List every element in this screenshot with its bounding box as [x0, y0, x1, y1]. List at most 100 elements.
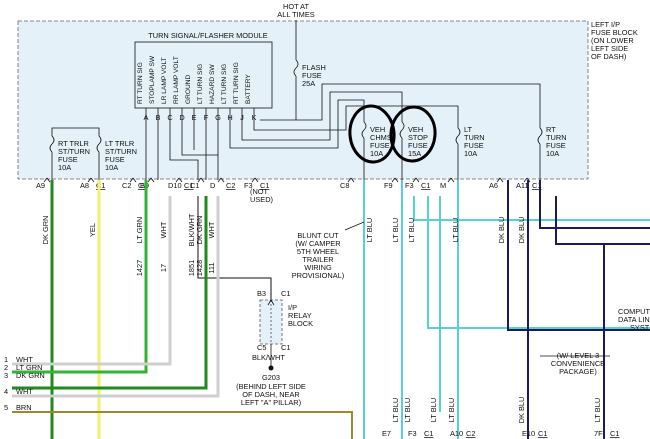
lt-trlr-fuse-symbol: [96, 135, 102, 153]
flasher-module-box: [134, 41, 273, 109]
internal-wire: [169, 143, 199, 180]
wire-color-label: LT BLU: [365, 218, 374, 242]
wire: [12, 196, 220, 398]
bottom-conn: C1: [424, 429, 433, 438]
left-output-color: WHT: [16, 355, 33, 364]
computer-data-link-1: COMPUT: [618, 307, 650, 316]
module-pin-name: BATTERY: [245, 74, 252, 104]
internal-wire: [241, 91, 403, 141]
connector-pin: C8: [340, 181, 349, 190]
module-pin-name: RT TURN SIG: [233, 62, 240, 104]
wire-color-label: LT BLU: [407, 218, 416, 242]
veh-chms-fuse-line1: VEH: [370, 125, 385, 134]
relay-top-conn: C1: [281, 289, 290, 298]
left-output-color: DK GRN: [16, 371, 45, 380]
connector-arrow: [447, 177, 455, 183]
ground-note-3: LEFT "A" PILLAR): [241, 398, 301, 407]
left-output-color: BRN: [16, 403, 32, 412]
connector-arrow: [197, 177, 205, 183]
bottom-wire-label: LT BLU: [593, 398, 602, 422]
flash-fuse-line3: 25A: [302, 79, 315, 88]
veh-stop-fuse-line4: 15A: [408, 149, 421, 158]
veh-chms-fuse-symbol: [361, 121, 367, 139]
module-pin-group: RT TURN SIGASTOPLAMP SWBLR LAMP VOLTCRR …: [137, 55, 257, 143]
connector-id: C2: [226, 181, 235, 190]
connector-pin: C2: [122, 181, 131, 190]
fuse-block-label-5: OF DASH): [591, 52, 626, 61]
connector-id: C1: [138, 181, 147, 190]
connector-arrow: [412, 177, 420, 183]
blunt-cut-line3: 5TH WHEEL: [297, 247, 339, 256]
connector-pin: A9: [36, 181, 45, 190]
relay-bottom-pin: C5: [257, 343, 266, 352]
bottom-conn: C2: [466, 429, 475, 438]
left-output-color: LT GRN: [16, 363, 42, 372]
veh-chms-fuse-line4: 10A: [370, 149, 383, 158]
hand-drawn-circle-chms: [348, 104, 396, 164]
left-output-num: 4: [4, 387, 8, 396]
relay-label-2: RELAY: [288, 311, 312, 320]
module-pin-name: GROUND: [185, 74, 192, 104]
connector-arrow: [391, 177, 399, 183]
fuse-block-label-3: (ON LOWER: [591, 36, 634, 45]
blunt-cut-line1: BLUNT CUT: [297, 231, 339, 240]
internal-wire: [181, 143, 219, 180]
lt-trlr-fuse-line1: LT TRLR: [105, 139, 134, 148]
bottom-wire-label: LT BLU: [429, 398, 438, 422]
rt-turn-fuse-line2: TURN: [546, 133, 567, 142]
ground-note-1: (BEHIND LEFT SIDE: [236, 382, 306, 391]
veh-stop-fuse-symbol: [399, 121, 405, 139]
wire-circuit-label: 1427: [135, 260, 144, 276]
bottom-wire-label: LT BLU: [403, 398, 412, 422]
veh-stop-fuse-line3: FUSE: [408, 141, 428, 150]
fuse-block-label-1: LEFT I/P: [591, 20, 620, 29]
flash-fuse-symbol: [293, 59, 299, 77]
connector-arrow: [129, 177, 137, 183]
ground-id: G203: [262, 373, 280, 382]
lt-turn-fuse-line2: TURN: [464, 133, 485, 142]
bottom-wire-label: LT BLU: [447, 398, 456, 422]
rt-trlr-fuse-line4: 10A: [58, 163, 71, 172]
wire: [507, 180, 650, 331]
computer-data-link-3: SYST: [630, 323, 650, 332]
bottom-wire-label: LT BLU: [391, 398, 400, 422]
module-pin-name: LT TURN SIG: [197, 64, 204, 104]
bottom-pin: 7F: [594, 429, 603, 438]
left-output-num: 1: [4, 355, 8, 364]
relay-wire-out: BLK/WHT: [252, 353, 285, 362]
connector-pin: F9: [384, 181, 393, 190]
module-pin-name: LR LAMP VOLT: [161, 57, 168, 104]
wire-color-label: WHT: [207, 221, 216, 238]
rt-turn-fuse-line3: FUSE: [546, 141, 566, 150]
wire-color-label: DK BLU: [517, 217, 526, 244]
level3-note-1: (W/ LEVEL 3: [557, 351, 599, 360]
flash-fuse-line2: FUSE: [302, 71, 322, 80]
connector-arrow: [496, 177, 504, 183]
level3-note-3: PACKAGE): [559, 367, 597, 376]
left-output-color: WHT: [16, 387, 33, 396]
connector-id: C1: [96, 181, 105, 190]
module-pin-name: RR LAMP VOLT: [173, 56, 180, 104]
left-output-num: 3: [4, 371, 8, 380]
bottom-wire-label: DK BLU: [517, 397, 526, 424]
lt-trlr-fuse-line4: 10A: [105, 163, 118, 172]
blunt-cut-line2: (W/ CAMPER: [295, 239, 340, 248]
wire: [413, 196, 650, 221]
ground-note-2: OF DASH, NEAR: [242, 390, 300, 399]
relay-top-pin: B3: [257, 289, 266, 298]
wire-color-label: LT BLU: [451, 218, 460, 242]
hot-at-all-times-line2: ALL TIMES: [277, 10, 314, 19]
wire: [12, 196, 172, 366]
connector-arrow: [43, 177, 51, 183]
wire: [197, 196, 272, 300]
module-pin-name: RT TURN SIG: [137, 62, 144, 104]
wire-color-label: YEL: [88, 223, 97, 237]
rt-trlr-fuse-symbol: [49, 135, 55, 153]
wire-circuit-label: 1851: [187, 260, 196, 276]
veh-chms-fuse-line3: FUSE: [370, 141, 390, 150]
connector-pin: D10: [168, 181, 182, 190]
wire-color-label: LT GRN: [135, 217, 144, 243]
lt-turn-fuse-line3: FUSE: [464, 141, 484, 150]
